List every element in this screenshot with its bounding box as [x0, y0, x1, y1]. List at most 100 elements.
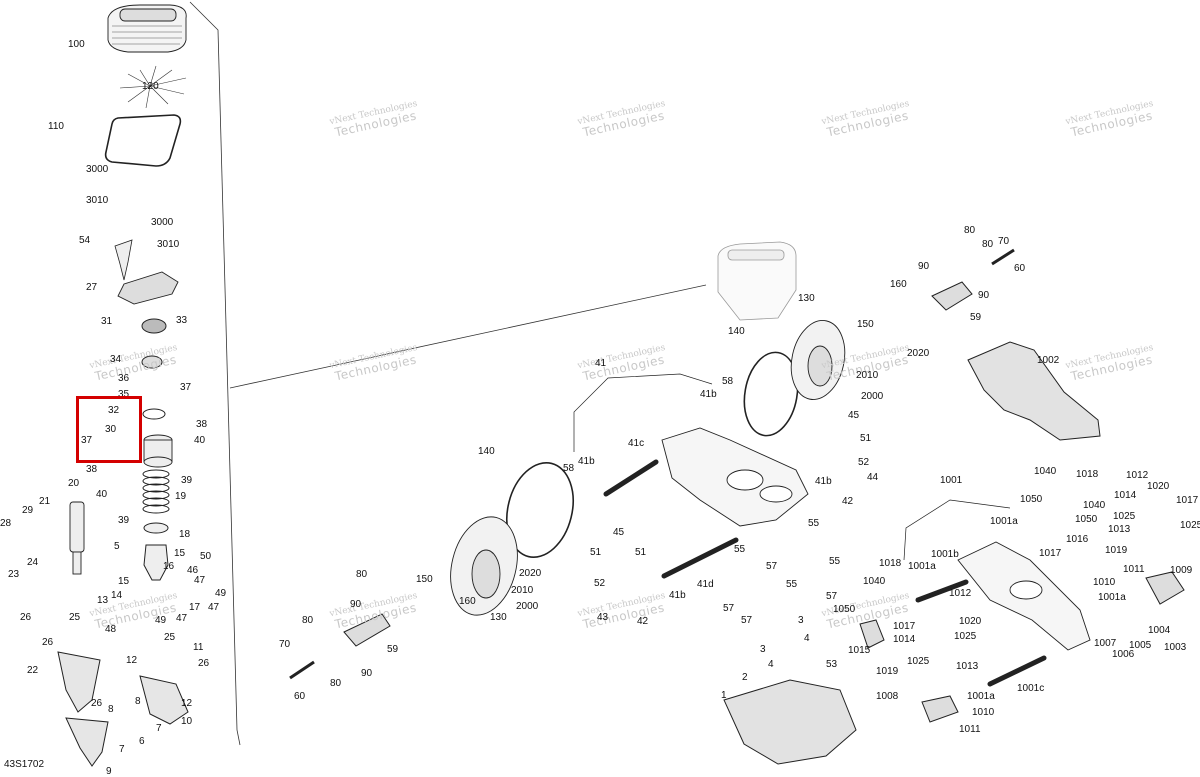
- part-1015[interactable]: [859, 619, 885, 649]
- part-label-55[interactable]: 55: [808, 518, 820, 529]
- part-label-47[interactable]: 47: [208, 602, 220, 613]
- part-label-1001a[interactable]: 1001a: [990, 516, 1018, 527]
- part-label-1025[interactable]: 1025: [1113, 511, 1136, 522]
- part-label-59[interactable]: 59: [970, 312, 982, 323]
- part-label-120[interactable]: 120: [142, 81, 159, 92]
- part-ring-32[interactable]: [142, 408, 166, 420]
- part-swing-arm-1001[interactable]: [957, 541, 1091, 651]
- part-label-15[interactable]: 15: [118, 576, 130, 587]
- part-label-57[interactable]: 57: [766, 561, 778, 572]
- part-label-51[interactable]: 51: [860, 433, 872, 444]
- part-label-70[interactable]: 70: [998, 236, 1010, 247]
- part-shaft-1001c[interactable]: [987, 655, 1047, 687]
- part-label-52[interactable]: 52: [858, 457, 870, 468]
- part-label-1025[interactable]: 1025: [1180, 520, 1200, 531]
- part-label-2000[interactable]: 2000: [516, 601, 539, 612]
- part-label-1014[interactable]: 1014: [893, 634, 916, 645]
- part-label-41b[interactable]: 41b: [669, 590, 686, 601]
- part-base-1[interactable]: [723, 679, 857, 765]
- part-label-1040[interactable]: 1040: [1083, 500, 1106, 511]
- part-gasket-140-lower[interactable]: [497, 456, 582, 565]
- part-label-1050[interactable]: 1050: [833, 604, 856, 615]
- part-label-1001[interactable]: 1001: [940, 475, 963, 486]
- part-label-51[interactable]: 51: [635, 547, 647, 558]
- part-label-23[interactable]: 23: [8, 569, 20, 580]
- part-label-51[interactable]: 51: [590, 547, 602, 558]
- part-label-1007[interactable]: 1007: [1094, 638, 1117, 649]
- part-label-60[interactable]: 60: [294, 691, 306, 702]
- part-label-1013[interactable]: 1013: [1108, 524, 1131, 535]
- part-label-49[interactable]: 49: [215, 588, 227, 599]
- part-label-1002[interactable]: 1002: [1037, 355, 1060, 366]
- part-label-37[interactable]: 37: [180, 382, 192, 393]
- part-label-5[interactable]: 5: [114, 541, 120, 552]
- part-1008[interactable]: [921, 695, 959, 723]
- part-label-1016[interactable]: 1016: [1066, 534, 1089, 545]
- part-label-44[interactable]: 44: [867, 472, 879, 483]
- part-label-150[interactable]: 150: [857, 319, 874, 330]
- part-label-80[interactable]: 80: [302, 615, 314, 626]
- part-59-upper[interactable]: [931, 281, 973, 311]
- part-label-41b[interactable]: 41b: [578, 456, 595, 467]
- part-label-49[interactable]: 49: [155, 615, 167, 626]
- part-label-50[interactable]: 50: [200, 551, 212, 562]
- part-label-1018[interactable]: 1018: [1076, 469, 1099, 480]
- part-label-27[interactable]: 27: [86, 282, 98, 293]
- part-label-1019[interactable]: 1019: [1105, 545, 1128, 556]
- part-label-1040[interactable]: 1040: [863, 576, 886, 587]
- part-label-1050[interactable]: 1050: [1075, 514, 1098, 525]
- part-label-8[interactable]: 8: [135, 696, 141, 707]
- part-label-90[interactable]: 90: [978, 290, 990, 301]
- part-label-3[interactable]: 3: [760, 644, 766, 655]
- part-label-9[interactable]: 9: [106, 766, 112, 777]
- part-shock-20[interactable]: [69, 501, 85, 575]
- part-label-45[interactable]: 45: [613, 527, 625, 538]
- part-label-25[interactable]: 25: [69, 612, 81, 623]
- part-label-1020[interactable]: 1020: [1147, 481, 1170, 492]
- part-label-80[interactable]: 80: [330, 678, 342, 689]
- part-label-42[interactable]: 42: [842, 496, 854, 507]
- part-label-37[interactable]: 37: [81, 435, 93, 446]
- part-label-1001c[interactable]: 1001c: [1017, 683, 1045, 694]
- part-spring-19[interactable]: [142, 469, 170, 514]
- part-label-140[interactable]: 140: [728, 326, 745, 337]
- part-label-3010[interactable]: 3010: [86, 195, 109, 206]
- part-lifter-5[interactable]: [143, 544, 169, 581]
- part-label-140[interactable]: 140: [478, 446, 495, 457]
- part-label-1011[interactable]: 1011: [1123, 564, 1145, 575]
- part-label-41c[interactable]: 41c: [628, 438, 645, 449]
- part-label-80[interactable]: 80: [356, 569, 368, 580]
- part-label-3010[interactable]: 3010: [157, 239, 180, 250]
- part-label-2[interactable]: 2: [742, 672, 748, 683]
- part-label-1020[interactable]: 1020: [959, 616, 982, 627]
- part-label-46[interactable]: 46: [187, 565, 199, 576]
- part-label-41[interactable]: 41: [595, 358, 607, 369]
- part-label-29[interactable]: 29: [22, 505, 34, 516]
- part-label-14[interactable]: 14: [111, 590, 123, 601]
- part-valve-cover[interactable]: [107, 4, 187, 53]
- part-label-41b[interactable]: 41b: [815, 476, 832, 487]
- part-label-20[interactable]: 20: [68, 478, 80, 489]
- part-bracket-54[interactable]: [114, 239, 133, 281]
- part-label-2010[interactable]: 2010: [511, 585, 534, 596]
- part-label-22[interactable]: 22: [27, 665, 39, 676]
- part-plate-27[interactable]: [117, 271, 179, 305]
- part-shaft-41d[interactable]: [661, 537, 739, 579]
- part-cover-9[interactable]: [65, 717, 109, 767]
- part-label-36[interactable]: 36: [118, 373, 130, 384]
- part-label-130[interactable]: 130: [798, 293, 815, 304]
- part-label-48[interactable]: 48: [105, 624, 117, 635]
- part-label-55[interactable]: 55: [829, 556, 841, 567]
- part-label-1001a[interactable]: 1001a: [967, 691, 995, 702]
- part-label-1040[interactable]: 1040: [1034, 466, 1057, 477]
- part-label-2020[interactable]: 2020: [907, 348, 930, 359]
- part-rod-60-lower[interactable]: [289, 660, 315, 680]
- part-label-110[interactable]: 110: [48, 121, 64, 132]
- part-label-24[interactable]: 24: [27, 557, 39, 568]
- part-label-41b[interactable]: 41b: [700, 389, 717, 400]
- part-label-1019[interactable]: 1019: [876, 666, 899, 677]
- part-label-30[interactable]: 30: [105, 424, 117, 435]
- part-gasket-140-upper[interactable]: [738, 348, 804, 440]
- part-shaft-41c[interactable]: [603, 459, 659, 497]
- part-label-45[interactable]: 45: [848, 410, 860, 421]
